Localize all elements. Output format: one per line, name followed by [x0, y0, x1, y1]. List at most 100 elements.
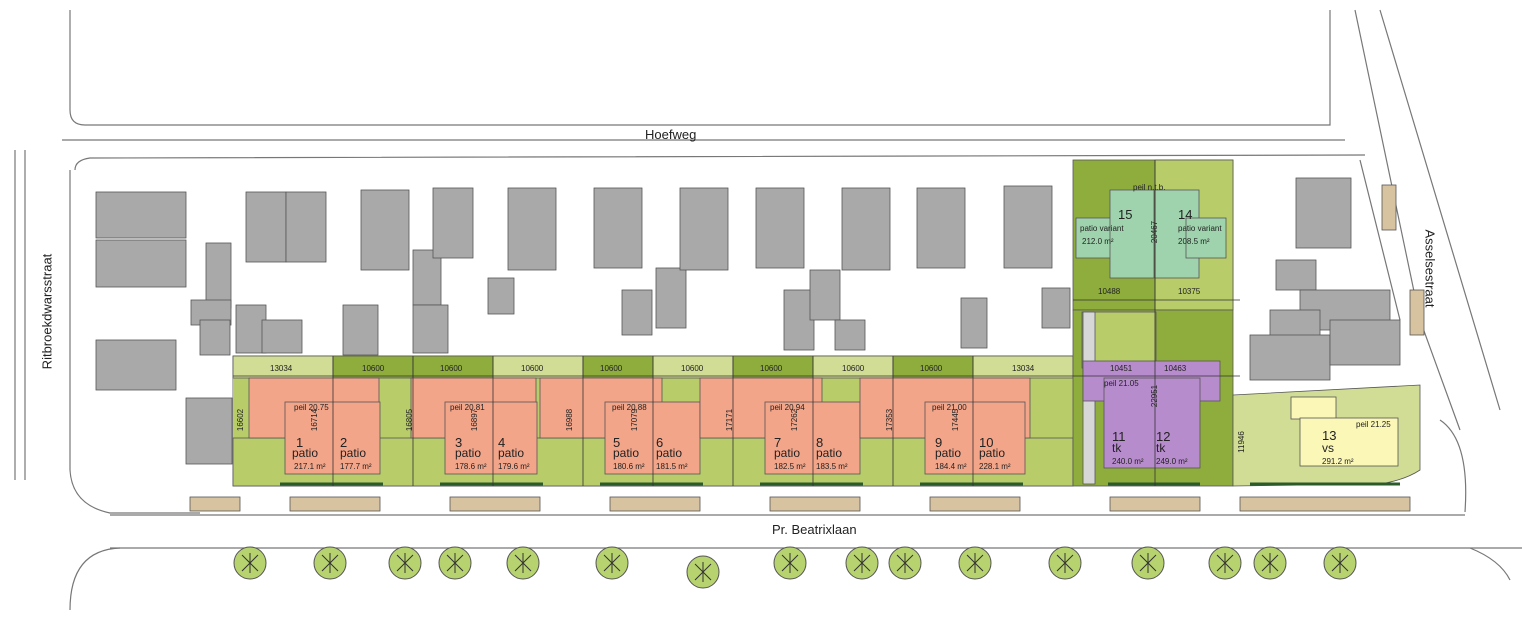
lot-number: 7 — [774, 435, 782, 450]
lot-area: 208.5 m² — [1178, 237, 1210, 246]
tree-branches — [241, 553, 259, 573]
lot-area: 240.0 m² — [1112, 457, 1144, 466]
lot-type: patio — [816, 446, 843, 460]
dim-width: 10463 — [1164, 364, 1187, 373]
dim-depth: 22951 — [1150, 384, 1159, 408]
lot-number: 11 — [1112, 429, 1126, 444]
lot-number: 10 — [979, 435, 994, 450]
lot-area: 180.6 m² — [613, 462, 645, 471]
lot-area: 212.0 m² — [1082, 237, 1114, 246]
tree-branches — [396, 553, 414, 573]
lot-type: patio — [613, 446, 640, 460]
dim-depth: 16805 — [405, 408, 414, 432]
lot-area: 249.0 m² — [1156, 457, 1188, 466]
lot-number: 12 — [1156, 429, 1171, 444]
tree-branches — [1331, 553, 1349, 573]
dim-width: 13034 — [270, 364, 293, 373]
tree-branches — [603, 553, 621, 573]
parking-spaces — [189, 184, 1425, 512]
lot-area: 183.5 m² — [816, 462, 848, 471]
tree-branches — [694, 562, 712, 582]
lot-type: patio variant — [1178, 224, 1222, 233]
tree-branches — [514, 553, 532, 573]
lot-area: 181.5 m² — [656, 462, 688, 471]
lot-number: 3 — [455, 435, 463, 450]
dim-depth: 16602 — [236, 408, 245, 432]
tree-branches — [896, 553, 914, 573]
tree-branches — [446, 553, 464, 573]
tree-branches — [1261, 553, 1279, 573]
dim-depth: 17171 — [725, 408, 734, 432]
dim-width: 10600 — [600, 364, 623, 373]
lot-type: patio — [340, 446, 367, 460]
road-outlines — [14, 9, 1522, 611]
dim-width: 10375 — [1178, 287, 1201, 296]
variant-houses — [1075, 189, 1227, 279]
lot-area: 182.5 m² — [774, 462, 806, 471]
lot-area: 178.6 m² — [455, 462, 487, 471]
dim-depth: 17353 — [885, 408, 894, 432]
level-label: peil 20.81 — [450, 403, 485, 412]
plot-lines — [233, 160, 1240, 486]
dim-width: 10600 — [440, 364, 463, 373]
lot-number: 4 — [498, 435, 506, 450]
level-label: peil 21.25 — [1356, 420, 1391, 429]
street-label-north: Hoefweg — [645, 127, 697, 142]
vs-house — [1290, 396, 1399, 467]
dim-width: 10600 — [681, 364, 704, 373]
lot-number: 1 — [296, 435, 304, 450]
lot-type: patio — [292, 446, 319, 460]
lot-number: 8 — [816, 435, 824, 450]
lot-type: patio — [656, 446, 683, 460]
lot-number: 13 — [1322, 428, 1337, 443]
dim-depth: 11946 — [1237, 431, 1246, 453]
tree-branches — [1056, 553, 1074, 573]
lot-number: 9 — [935, 435, 943, 450]
tree-branches — [321, 553, 339, 573]
dim-width: 10600 — [920, 364, 943, 373]
existing-buildings — [95, 177, 1401, 465]
lot-type: patio — [979, 446, 1006, 460]
lot-number: 2 — [340, 435, 348, 450]
lot-number: 6 — [656, 435, 664, 450]
lot-number: 14 — [1178, 207, 1193, 222]
tree-branches — [853, 553, 871, 573]
lot-type: tk — [1112, 441, 1122, 455]
lot-type: patio — [455, 446, 482, 460]
tree-branches — [1216, 553, 1234, 573]
lot-type: tk — [1156, 441, 1166, 455]
level-label: peil 21.00 — [932, 403, 967, 412]
lot-area: 291.2 m² — [1322, 457, 1354, 466]
street-label-south: Pr. Beatrixlaan — [772, 522, 857, 537]
dim-width: 10600 — [362, 364, 385, 373]
lot-area: 217.1 m² — [294, 462, 326, 471]
dim-width: 13034 — [1012, 364, 1035, 373]
level-label: peil 21.05 — [1104, 379, 1139, 388]
tree-branches — [781, 553, 799, 573]
lot-number: 15 — [1118, 207, 1133, 222]
street-label-west: Ritbroekdwarsstraat — [39, 253, 55, 370]
lot-type: patio — [498, 446, 525, 460]
dim-width: 10600 — [842, 364, 865, 373]
dim-width: 10600 — [760, 364, 783, 373]
tree-branches — [1139, 553, 1157, 573]
street-label-east: Asselsestraat — [1422, 229, 1438, 308]
level-label: peil 20.75 — [294, 403, 329, 412]
tree-branches — [966, 553, 984, 573]
level-label: peil 20.88 — [612, 403, 647, 412]
patio-houses — [248, 377, 1031, 475]
level-label: peil n.t.b. — [1133, 183, 1166, 192]
street-trees — [233, 546, 1357, 589]
lot-type: patio — [935, 446, 962, 460]
tk-houses — [1082, 360, 1221, 469]
lot-area: 177.7 m² — [340, 462, 372, 471]
dim-width: 10488 — [1098, 287, 1121, 296]
dim-width: 10600 — [521, 364, 544, 373]
lot-type: patio variant — [1080, 224, 1124, 233]
lot-number: 5 — [613, 435, 621, 450]
lot-type: vs — [1322, 441, 1334, 455]
dim-width: 10451 — [1110, 364, 1133, 373]
level-label: peil 20.94 — [770, 403, 805, 412]
dim-depth: 20467 — [1150, 220, 1159, 244]
